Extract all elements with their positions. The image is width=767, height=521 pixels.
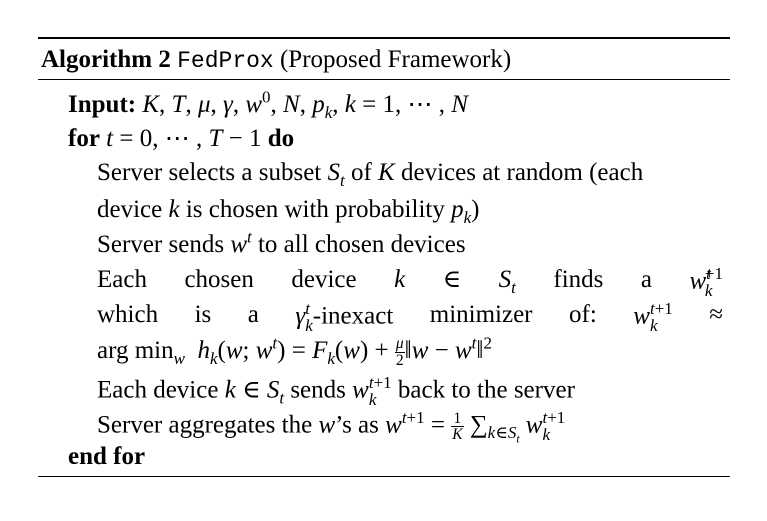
- step2-line: Server sends wt to all chosen devices: [97, 227, 466, 258]
- for-line: for t = 0, ⋯ , T − 1 do: [68, 124, 294, 154]
- input-params: K, T, μ, γ, w0, N, pk, k = 1, ⋯ , N: [142, 87, 468, 122]
- algorithm-caption: Algorithm 2 FedProx (Proposed Framework): [41, 45, 511, 76]
- end-for: end for: [68, 443, 146, 470]
- input-line: Input: K, T, μ, γ, w0, N, pk, k = 1, ⋯ ,…: [68, 87, 468, 122]
- top-rule: [38, 37, 730, 39]
- algorithm-label: Algorithm 2: [41, 46, 171, 73]
- for-keyword: for: [68, 125, 100, 152]
- algorithm-subtitle: (Proposed Framework): [279, 46, 512, 73]
- algorithm-name: FedProx: [177, 48, 274, 74]
- step1-line1: Server selects a subset St of K devices …: [97, 159, 644, 190]
- step1-line2: device k is chosen with probability pk): [97, 196, 480, 227]
- do-keyword: do: [267, 125, 295, 152]
- caption-rule: [38, 79, 730, 80]
- input-keyword: Input:: [68, 91, 137, 118]
- bottom-rule: [38, 476, 730, 477]
- for-range: t = 0, ⋯ , T − 1: [106, 125, 262, 152]
